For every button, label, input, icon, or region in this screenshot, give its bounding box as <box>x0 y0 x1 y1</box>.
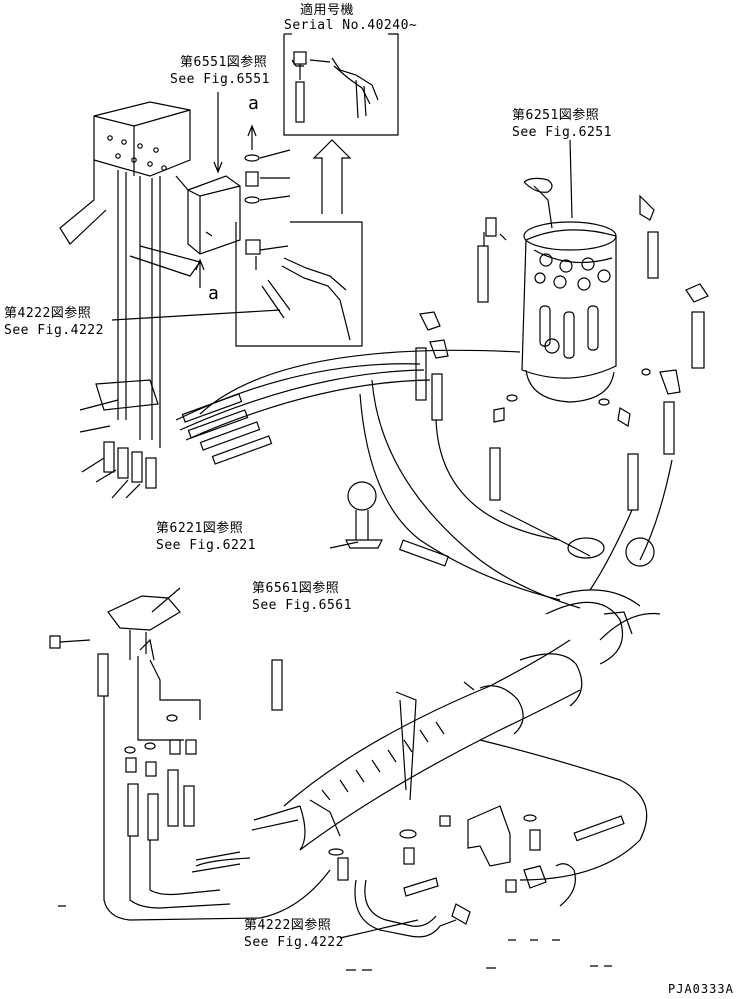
ref-6251-jp: 第6251図参照 <box>512 108 600 123</box>
bottom-right-fittings <box>328 681 625 938</box>
leader-lines <box>79 139 573 939</box>
valve-inset-box <box>235 221 363 347</box>
joystick-grip <box>345 481 450 567</box>
ref-6561-en: See Fig.6561 <box>252 598 352 613</box>
serial-inset-box <box>283 33 399 136</box>
swivel-valve <box>107 595 201 741</box>
ref-6551-jp: 第6551図参照 <box>180 55 268 70</box>
hydraulic-pipe <box>191 589 661 881</box>
ref-4222-bottom-jp: 第4222図参照 <box>244 918 332 933</box>
up-arrow <box>312 139 352 214</box>
ref-4222-top-jp: 第4222図参照 <box>4 306 92 321</box>
ref-6561-jp: 第6561図参照 <box>252 581 340 596</box>
swing-motor <box>521 177 617 403</box>
clamp-ring-a <box>567 537 605 559</box>
arrow-6551 <box>213 92 223 174</box>
ref-6551-en: See Fig.6551 <box>170 72 270 87</box>
marker-a-top: a <box>248 93 260 114</box>
ref-6221-jp: 第6221図参照 <box>156 521 244 536</box>
bottom-dashes <box>58 905 612 971</box>
pilot-valve-block <box>175 175 241 255</box>
serial-title: 適用号機 <box>300 3 355 18</box>
drawing-code: PJA0333A <box>668 982 734 996</box>
bottom-left-hoses <box>97 653 331 921</box>
fitting-column <box>244 149 291 204</box>
control-valve-block <box>59 101 201 448</box>
bolt <box>49 635 91 649</box>
clamp-ring-b <box>625 537 655 567</box>
hose-bundle <box>175 349 673 609</box>
ref-6251-en: See Fig.6251 <box>512 125 612 140</box>
ref-6221-en: See Fig.6221 <box>156 538 256 553</box>
right-hoses <box>415 194 709 511</box>
arrow-a-bottom <box>195 258 205 288</box>
hose-group-left <box>95 379 273 489</box>
serial-number: Serial No.40240~ <box>284 18 418 33</box>
ref-4222-top-en: See Fig.4222 <box>4 323 104 338</box>
marker-a-bottom: a <box>208 283 220 304</box>
ref-4222-bottom-en: See Fig.4222 <box>244 935 344 950</box>
arrow-a-top <box>247 124 257 150</box>
